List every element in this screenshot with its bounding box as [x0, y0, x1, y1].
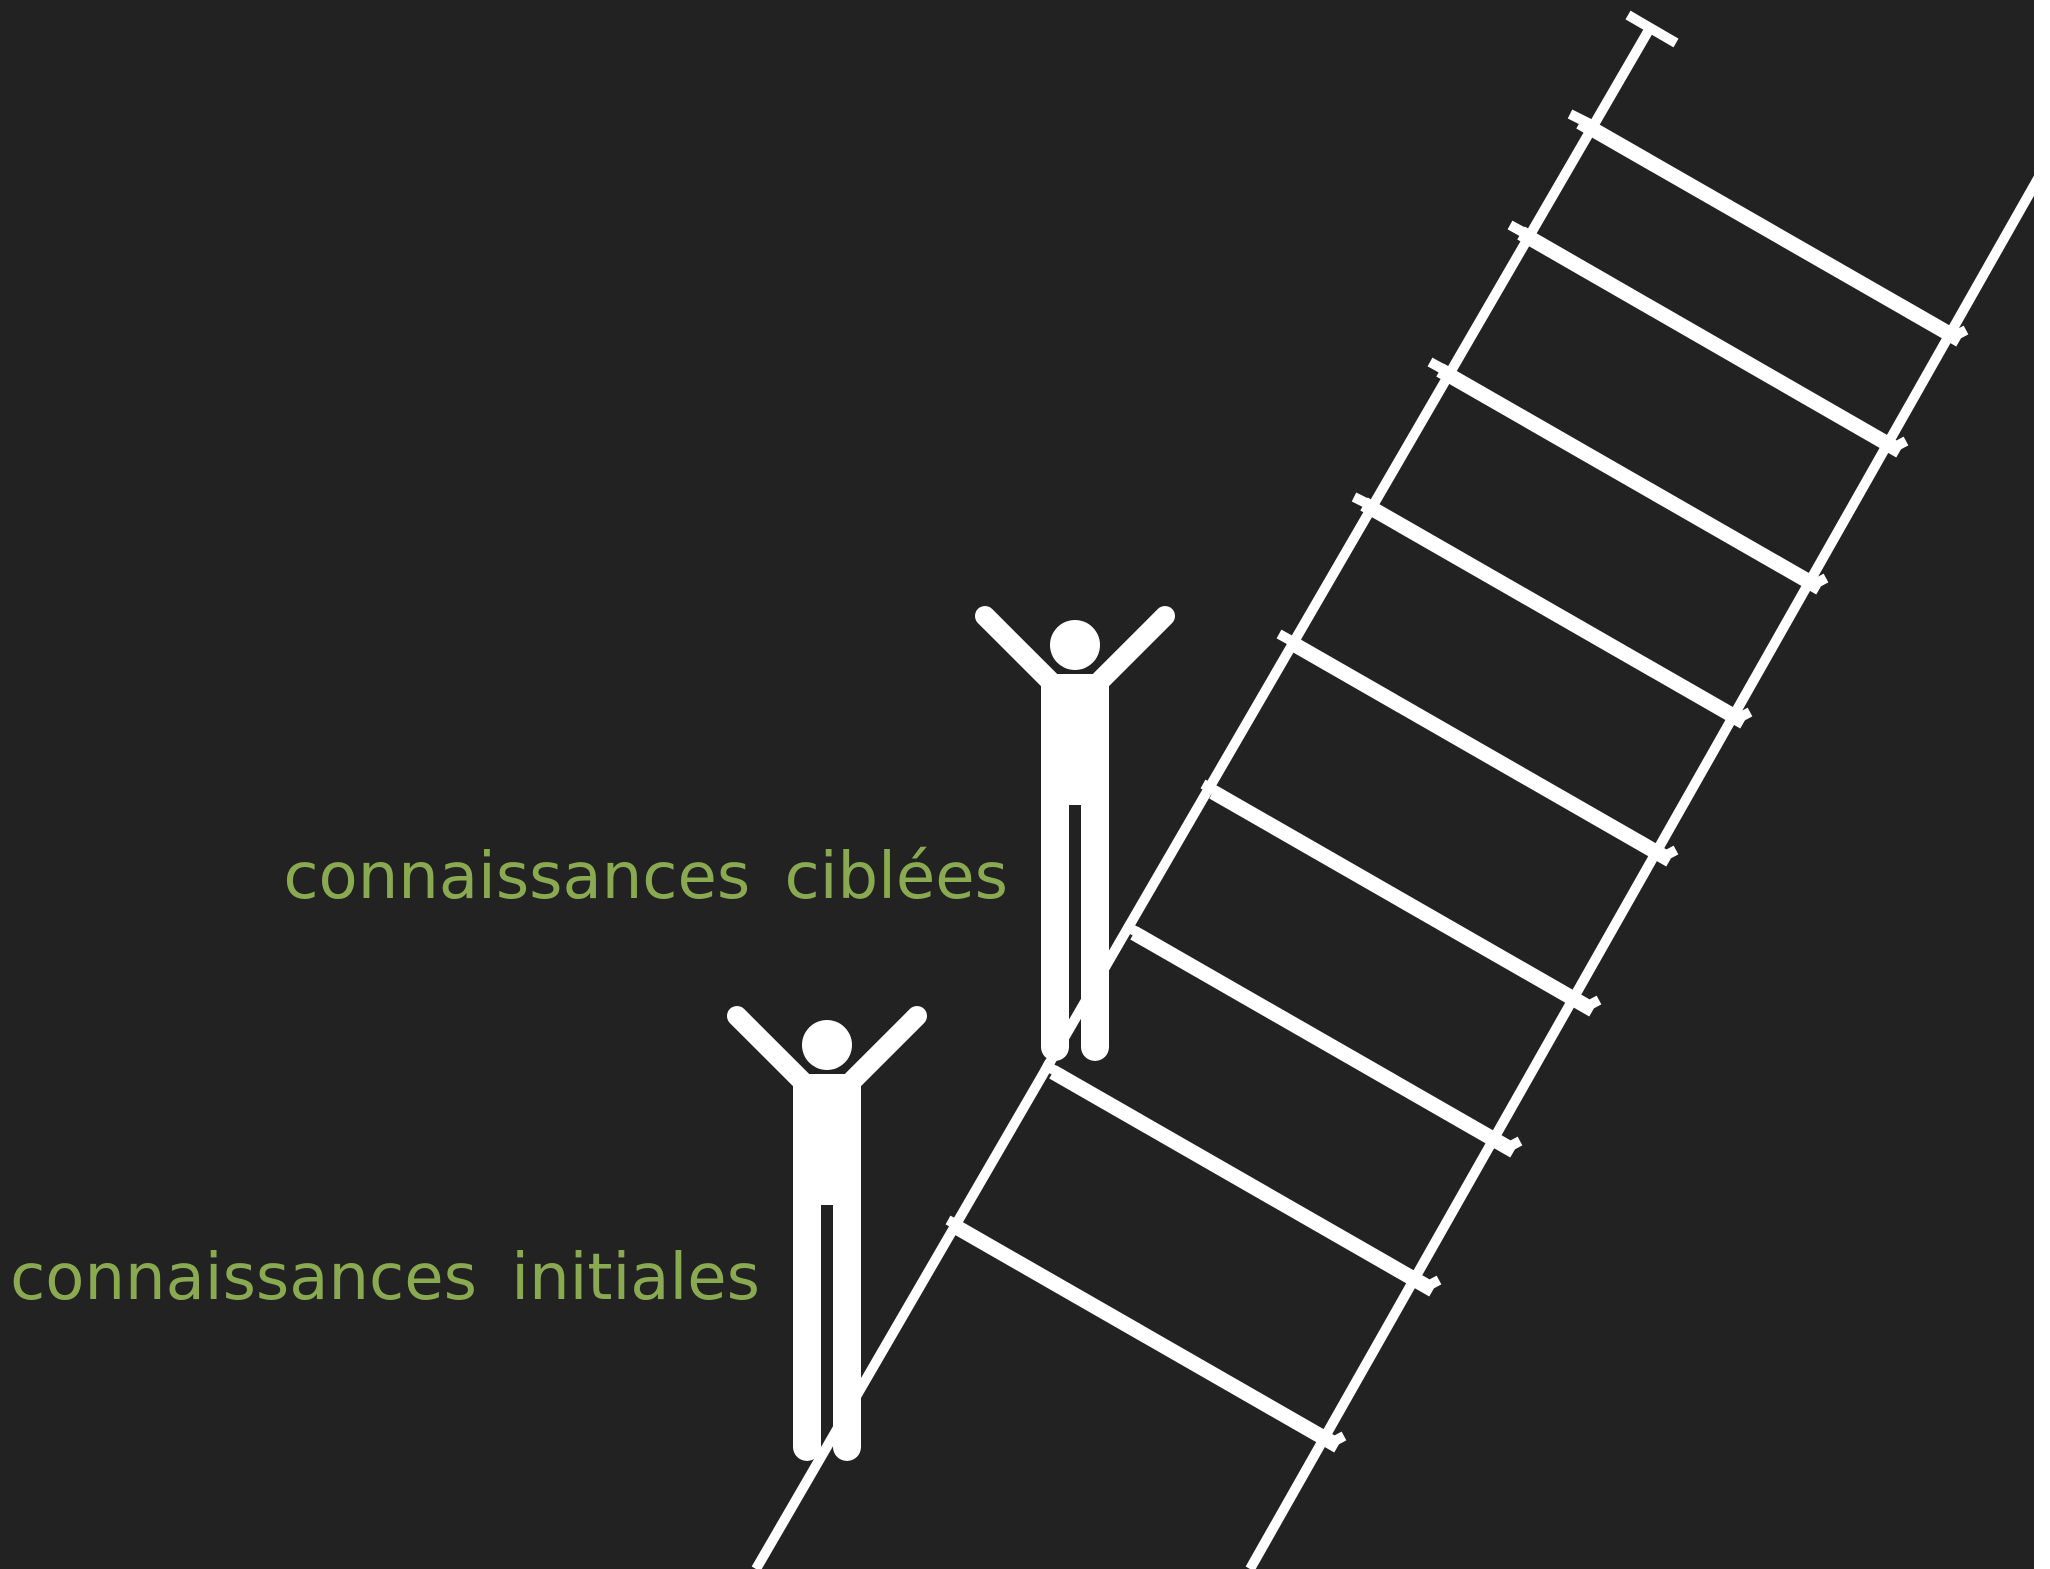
ladder-rung — [1130, 926, 1518, 1158]
target-knowledge-label: connaissances ciblées — [283, 840, 1008, 914]
person-arms-raised-icon — [727, 1006, 927, 1461]
ladder-rung — [1436, 363, 1824, 595]
person-arms-raised-icon — [975, 606, 1175, 1061]
ladder-rung — [1209, 785, 1597, 1017]
ladder-left-rail — [751, 25, 1655, 1569]
ladder-top-cap — [1625, 10, 1679, 48]
ladder-right-rail — [1245, 172, 2045, 1569]
ladder-rung — [954, 1221, 1342, 1453]
ladder-icon — [751, 10, 2045, 1569]
ladder-rung — [1286, 635, 1674, 867]
ladder-bolts — [945, 109, 1969, 1449]
ladder-rung — [1049, 1065, 1437, 1297]
ladder-rung — [1517, 226, 1904, 458]
ladder-rung — [1360, 497, 1748, 729]
ladder-rung — [1576, 115, 1964, 347]
initial-knowledge-label: connaissances initiales — [10, 1241, 760, 1315]
